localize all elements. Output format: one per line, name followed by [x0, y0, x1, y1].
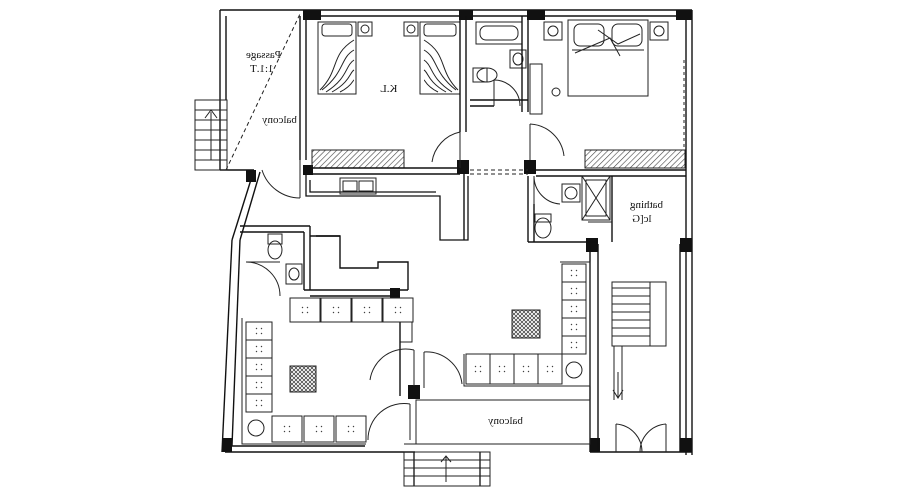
- stair-icon: [611, 281, 667, 400]
- sofa-cushion-icon: [489, 353, 515, 385]
- label-bedroom-left: K.L: [380, 83, 398, 95]
- sofa-cushion-icon: [335, 415, 367, 443]
- wardrobe-hatch: [311, 149, 405, 169]
- washbasin-icon: [561, 183, 581, 203]
- sofa-cushion-icon: [561, 263, 587, 283]
- bed-icon: [567, 19, 649, 97]
- sofa-cushion-icon: [303, 415, 335, 443]
- label-passage-2: 1:1.T: [250, 63, 274, 75]
- bedside-table-icon: [543, 21, 669, 41]
- door-swing-icon: [493, 79, 521, 107]
- sofa-cushion-icon: [320, 297, 352, 323]
- door-swing-icon: [533, 175, 561, 205]
- sofa-cushion-icon: [513, 353, 539, 385]
- sofa-cushion-icon: [351, 297, 383, 323]
- sofa-cushion-icon: [271, 415, 303, 443]
- label-passage: Passage: [246, 49, 281, 61]
- sofa-cushion-icon: [465, 353, 491, 385]
- washbasin-icon: [509, 49, 527, 69]
- shower-tray-icon: [581, 175, 611, 221]
- sofa-cushion-icon: [382, 297, 414, 323]
- sofa-cushion-icon: [245, 393, 273, 413]
- side-table-icon: [247, 419, 265, 437]
- dashed-diagonal: [225, 13, 301, 171]
- door-swing-icon: [261, 160, 301, 199]
- sofa-cushion-icon: [561, 299, 587, 319]
- column-blocks: [222, 10, 692, 452]
- coffee-table-icon: [289, 365, 317, 393]
- sofa-cushion-icon: [245, 339, 273, 359]
- label-balcony-left: balcony: [262, 114, 297, 126]
- kitchen-counter: [305, 175, 469, 241]
- wc-icon: [472, 67, 498, 83]
- left-bath-walls: [240, 225, 409, 290]
- door-swing-icon: [367, 403, 411, 441]
- door-swing-icon: [431, 131, 461, 168]
- wc-icon: [267, 233, 283, 260]
- door-swing-icon: [369, 348, 463, 388]
- wardrobe-hatch: [584, 149, 686, 169]
- label-bath-right: bathing: [630, 199, 663, 211]
- sofa-cushion-icon: [245, 375, 273, 395]
- sofa-frame: [241, 261, 591, 445]
- sofa-cushion-icon: [561, 317, 587, 337]
- entry-steps-bottom: [403, 399, 591, 487]
- entry-steps-left: [194, 99, 228, 171]
- bathtub-icon: [475, 21, 523, 45]
- bedside-table-icon: [357, 21, 419, 37]
- coffee-table-icon: [511, 309, 541, 339]
- door-swing-icon: [529, 123, 565, 160]
- sofa-cushion-icon: [289, 297, 321, 323]
- door-swing-icon: [245, 261, 281, 297]
- washbasin-icon: [285, 263, 303, 285]
- sofa-cushion-icon: [245, 357, 273, 377]
- label-bath-right-2: lc[G: [632, 213, 652, 225]
- wc-icon: [534, 213, 552, 239]
- stair-icon: [589, 244, 681, 452]
- sofa-cushion-icon: [537, 353, 563, 385]
- side-table-icon: [565, 361, 583, 379]
- kitchen-sink-icon: [339, 177, 377, 195]
- door-swing-icon: [615, 423, 667, 453]
- sofa-cushion-icon: [245, 321, 273, 341]
- sofa-cushion-icon: [561, 281, 587, 301]
- bed-icon: [317, 21, 357, 95]
- bed-icon: [419, 21, 461, 95]
- sofa-cushion-icon: [561, 335, 587, 355]
- label-balcony-bottom: balcony: [488, 415, 523, 427]
